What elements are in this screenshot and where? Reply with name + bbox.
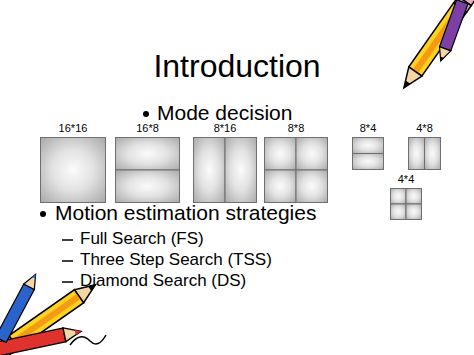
bullet-dash [62,260,73,262]
partition-size-label: 16*8 [115,121,180,137]
partition-block [353,138,384,154]
pencil-clipart [0,272,41,343]
partition-size-label: 16*16 [40,121,106,137]
pencil-clipart [435,0,468,63]
partition-drawing [40,137,106,203]
partition-drawing [390,188,422,220]
partition-block [406,204,422,220]
partition-box: 8*4 [352,121,384,170]
partition-block [296,170,328,203]
partition-box: 8*16 [193,121,257,203]
partition-block [265,170,297,203]
partition-box: 16*8 [115,121,180,203]
macroblock-outline [352,137,384,170]
partition-block [41,138,106,203]
partition-block [391,204,407,220]
partition-block [194,138,226,203]
bullet-text: Motion estimation strategies [55,201,316,225]
partition-size-label: 8*16 [193,121,257,137]
partition-block [353,154,384,170]
partition-drawing [352,137,384,170]
partition-box: 16*16 [40,121,106,203]
partition-size-label: 4*8 [408,121,441,137]
bullet-dot [40,211,46,217]
macroblock-outline [40,137,106,203]
macroblock-outline [264,137,328,203]
scribble [70,335,106,345]
partition-box: 4*8 [408,121,441,170]
partition-block [409,138,425,170]
partition-drawing [408,137,441,170]
partition-drawing [115,137,180,203]
partition-size-label: 8*8 [264,121,328,137]
sub-bullet-text: Three Step Search (TSS) [80,250,272,270]
partition-block [391,189,407,205]
partition-box: 8*8 [264,121,328,203]
partition-block [406,189,422,205]
macroblock-outline [390,188,422,220]
partition-block [225,138,257,203]
sub-bullet-text: Diamond Search (DS) [80,271,246,291]
partition-size-label: 8*4 [352,121,384,137]
partition-drawing [193,137,257,203]
pencil-clipart [397,0,474,92]
partition-box: 4*4 [390,172,422,220]
bullet-dash [62,239,73,241]
bullet-dot [143,111,149,117]
macroblock-outline [408,137,441,170]
macroblock-outline [193,137,257,203]
partition-block [116,138,180,171]
partition-block [265,138,297,171]
partition-block [116,170,180,203]
macroblock-outline [115,137,180,203]
partition-block [296,138,328,171]
sub-bullet-text: Full Search (FS) [80,229,204,249]
bullet-dash [62,281,73,283]
bullet-text: Mode decision [157,101,292,125]
partition-drawing [264,137,328,203]
partition-block [425,138,441,170]
slide-title: Introduction [0,48,474,85]
partition-size-label: 4*4 [390,172,422,188]
